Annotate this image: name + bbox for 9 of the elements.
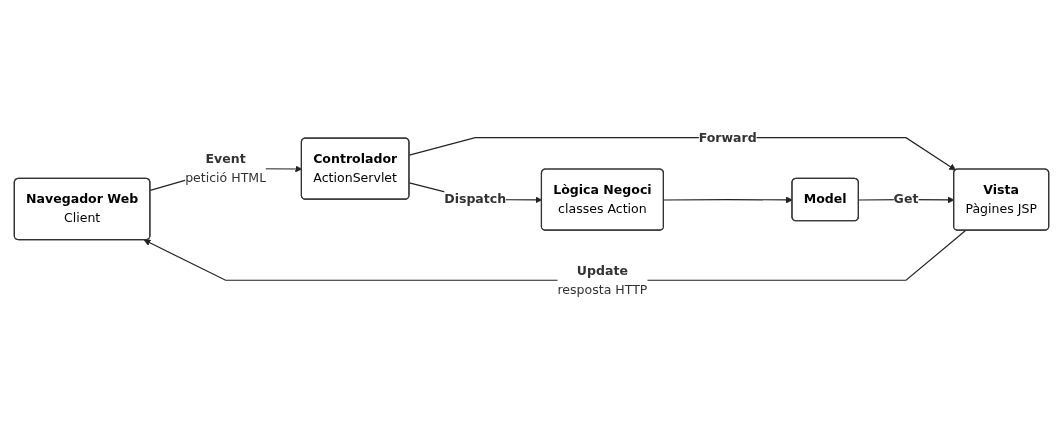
edge-label: Dispatch — [444, 191, 507, 207]
label: resposta HTTP — [557, 281, 648, 297]
label: petició HTML — [185, 170, 267, 185]
edge-label: Get — [893, 191, 919, 207]
edge-label: Event — [205, 151, 246, 167]
edge-label: Update — [576, 262, 628, 278]
edge-label: Forward — [698, 129, 757, 145]
arrow — [408, 136, 956, 171]
arrow — [143, 229, 967, 281]
